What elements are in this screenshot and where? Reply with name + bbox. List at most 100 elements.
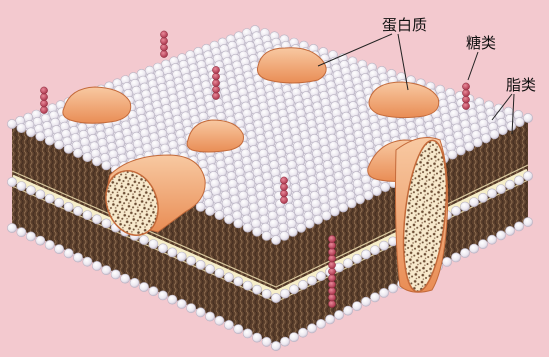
lipid-head bbox=[487, 234, 497, 245]
lipid-head bbox=[248, 202, 259, 213]
lipid-head bbox=[233, 276, 244, 287]
lipid-head bbox=[25, 231, 36, 242]
lipid-head bbox=[505, 225, 515, 236]
lipid-head bbox=[16, 123, 27, 134]
lipid-head bbox=[44, 193, 55, 204]
lipid-head bbox=[129, 277, 140, 288]
lipid-head bbox=[251, 218, 261, 229]
lipid-head bbox=[205, 264, 215, 274]
sugar-bead bbox=[462, 89, 470, 97]
lipid-head bbox=[259, 214, 270, 225]
lipid-head bbox=[289, 284, 299, 295]
lipid-head bbox=[176, 251, 187, 262]
lipid-head bbox=[442, 256, 452, 267]
sugar-bead bbox=[40, 93, 48, 101]
sugar-bead bbox=[280, 183, 288, 191]
lipid-head bbox=[7, 223, 17, 233]
sugar-bead bbox=[40, 99, 48, 108]
lipid-head bbox=[25, 127, 36, 138]
lipid-head bbox=[73, 206, 83, 216]
lipid-head bbox=[268, 218, 279, 229]
lipid-head bbox=[101, 218, 112, 229]
lipid-head bbox=[296, 222, 307, 233]
sugar-bead bbox=[40, 106, 48, 114]
lipid-head bbox=[451, 252, 461, 263]
sugar-chains bbox=[40, 30, 470, 308]
lipid-head bbox=[451, 205, 461, 216]
lipid-head bbox=[343, 258, 353, 268]
lipid-head bbox=[338, 202, 349, 213]
sugar-chain-2 bbox=[40, 86, 48, 114]
lipid-head bbox=[487, 188, 497, 199]
lipid-head bbox=[167, 247, 178, 258]
lipid-head bbox=[223, 214, 234, 225]
label-sugar: 糖类 bbox=[466, 34, 497, 52]
lipid-head bbox=[271, 293, 281, 303]
lipid-head bbox=[231, 202, 241, 213]
lipid-head bbox=[271, 341, 281, 351]
sugar-chain-6 bbox=[328, 235, 336, 308]
lipid-head bbox=[329, 206, 340, 217]
lipid-head bbox=[252, 226, 262, 237]
lipid-head bbox=[285, 210, 296, 221]
lipid-head bbox=[472, 137, 483, 148]
lipid-head bbox=[195, 307, 206, 318]
lipid-head bbox=[157, 243, 168, 254]
lipid-head bbox=[307, 323, 317, 334]
lipid-head bbox=[279, 230, 290, 241]
lipid-head bbox=[73, 148, 83, 158]
lipid-head bbox=[325, 314, 335, 325]
lipid-head bbox=[460, 248, 470, 258]
sugar-bead bbox=[212, 85, 220, 94]
lipid-head bbox=[214, 315, 225, 326]
leader-lipid-2 bbox=[511, 93, 515, 135]
lipid-head bbox=[16, 227, 27, 238]
sugar-bead bbox=[328, 235, 336, 243]
protein-left bbox=[62, 86, 132, 124]
lipid-head bbox=[63, 143, 74, 154]
lipid-head bbox=[35, 189, 46, 200]
lipid-head bbox=[496, 230, 506, 241]
lipid-head bbox=[148, 286, 159, 297]
lipid-head bbox=[63, 201, 74, 212]
label-protein: 蛋白质 bbox=[382, 16, 428, 34]
lipid-head bbox=[280, 336, 290, 347]
lipid-head bbox=[167, 294, 178, 305]
lipid-head bbox=[352, 301, 362, 311]
lipid-head bbox=[302, 202, 313, 213]
lipid-head bbox=[316, 271, 326, 282]
lipid-head bbox=[379, 240, 389, 251]
lipid-head bbox=[370, 292, 380, 303]
lipid-head bbox=[271, 235, 281, 245]
lipid-head bbox=[16, 181, 27, 191]
sugar-bead bbox=[212, 79, 220, 87]
lipid-head bbox=[44, 239, 55, 250]
lipid-head bbox=[101, 265, 112, 275]
lipid-head bbox=[261, 336, 272, 347]
lipid-head bbox=[320, 202, 331, 213]
lipid-head bbox=[478, 192, 488, 203]
sugar-bead bbox=[160, 30, 168, 39]
lipid-head bbox=[205, 206, 215, 216]
label-lipid: 脂类 bbox=[506, 76, 537, 94]
lipid-head bbox=[214, 210, 225, 220]
lipid-head bbox=[92, 156, 102, 167]
lipid-head bbox=[523, 217, 533, 227]
lipid-head bbox=[82, 152, 93, 162]
sugar-bead bbox=[328, 241, 336, 250]
sugar-bead bbox=[160, 37, 168, 45]
leader-lines bbox=[317, 33, 515, 135]
lipid-head bbox=[82, 210, 93, 220]
lipid-head bbox=[388, 283, 398, 294]
sugar-bead bbox=[328, 280, 336, 289]
sugar-bead bbox=[160, 43, 168, 52]
channel-cross-section-right bbox=[402, 139, 448, 293]
lipid-head bbox=[186, 255, 196, 266]
lipid-head bbox=[346, 198, 357, 209]
lipid-head bbox=[242, 280, 253, 291]
lipid-head bbox=[222, 206, 233, 217]
lipid-head bbox=[157, 290, 168, 301]
sugar-bead bbox=[328, 248, 336, 256]
leader-protein-1 bbox=[317, 33, 393, 67]
lipid-head bbox=[496, 184, 506, 194]
